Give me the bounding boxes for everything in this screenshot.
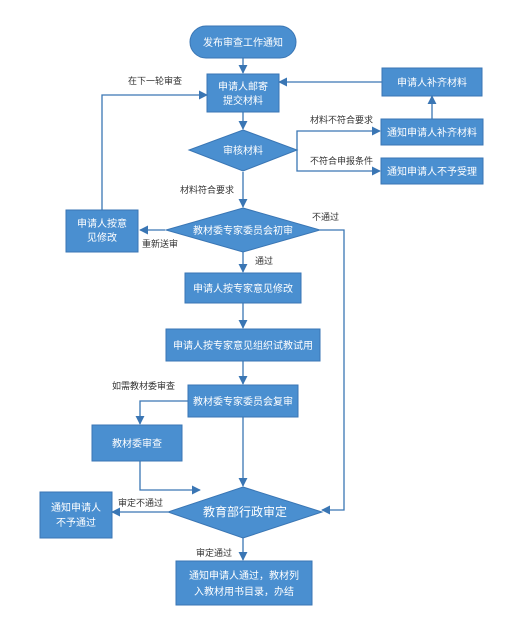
- label-review-pass: 审定通过: [196, 547, 232, 559]
- node-submit: 申请人邮寄 提交材料: [206, 73, 280, 113]
- node-ministry-review-label: 教育部行政审定: [203, 504, 287, 519]
- node-notify-fail-line2: 不予通过: [56, 516, 96, 529]
- node-submit-line1: 申请人邮寄: [218, 80, 268, 93]
- node-revise-left-line1: 申请人按意: [77, 217, 127, 230]
- node-revise-expert: 申请人按专家意见修改: [184, 272, 302, 304]
- node-committee-review: 教材委审查: [91, 424, 183, 462]
- node-notify-reject: 通知申请人不予受理: [380, 157, 484, 185]
- label-meets: 材料符合要求: [180, 184, 234, 196]
- node-start-label: 发布审查工作通知: [203, 36, 283, 49]
- label-pass: 通过: [255, 255, 273, 267]
- node-notify-fail-line1: 通知申请人: [51, 501, 101, 514]
- arrow-committee-ministry: [139, 460, 201, 495]
- label-review-fail: 审定不通过: [118, 497, 163, 509]
- label-not-eligible: 不符合申报条件: [310, 155, 373, 167]
- node-ministry-review: 教育部行政审定: [166, 486, 324, 539]
- node-final-line1: 通知申请人通过，教材列: [189, 569, 299, 582]
- node-submit-line2: 提交材料: [223, 94, 263, 107]
- node-revise-left-line2: 见修改: [87, 231, 117, 244]
- node-trial-teaching: 申请人按专家意见组织试教试用: [165, 328, 321, 362]
- arrow-review-notify-supplement: [296, 126, 381, 150]
- label-not-meet: 材料不符合要求: [310, 114, 373, 126]
- node-supplement: 申请人补齐材料: [381, 67, 483, 97]
- node-second-review: 教材委专家委员会复审: [187, 384, 299, 418]
- arrow-revise-left-submit: [101, 90, 208, 210]
- node-revise-expert-label: 申请人按专家意见修改: [193, 282, 293, 295]
- node-initial-review-label: 教材委专家委员会初审: [193, 224, 293, 237]
- node-revise-left: 申请人按意 见修改: [65, 209, 139, 253]
- label-not-pass: 不通过: [312, 211, 339, 223]
- connectors: [101, 58, 437, 561]
- node-notify-supplement: 通知申请人补齐材料: [380, 118, 484, 146]
- node-trial-teaching-label: 申请人按专家意见组织试教试用: [173, 339, 313, 352]
- node-review-label: 审核材料: [223, 144, 263, 157]
- node-notify-supplement-label: 通知申请人补齐材料: [387, 126, 477, 139]
- arrow-initial-notpass: [320, 229, 345, 515]
- arrow-second-committee: [135, 400, 188, 425]
- node-notify-fail: 通知申请人 不予通过: [39, 491, 113, 539]
- label-resubmit: 重新送审: [142, 238, 178, 250]
- node-final-line2: 入教材用书目录，办结: [194, 585, 294, 598]
- label-if-committee: 如需教材委审查: [112, 380, 175, 392]
- node-initial-review: 教材委专家委员会初审: [164, 207, 322, 253]
- node-committee-review-label: 教材委审查: [112, 437, 162, 450]
- node-final: 通知申请人通过，教材列 入教材用书目录，办结: [175, 560, 313, 606]
- node-supplement-label: 申请人补齐材料: [397, 76, 467, 89]
- arrow-review-notify-reject: [296, 150, 381, 176]
- label-next-round: 在下一轮审查: [128, 75, 182, 87]
- node-second-review-label: 教材委专家委员会复审: [193, 395, 293, 408]
- node-notify-reject-label: 通知申请人不予受理: [387, 165, 477, 178]
- node-review: 审核材料: [187, 129, 299, 172]
- node-start: 发布审查工作通知: [189, 25, 297, 59]
